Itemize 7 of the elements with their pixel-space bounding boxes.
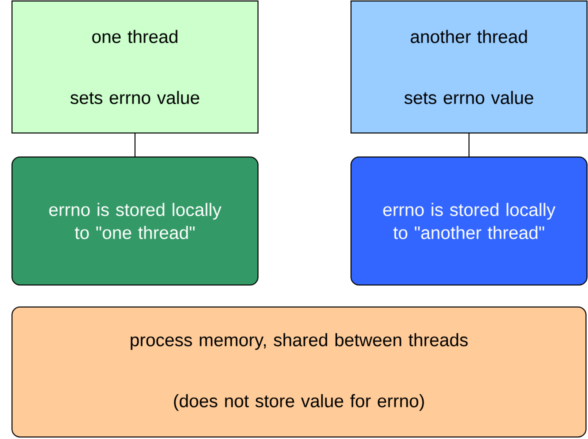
storage-box: errno is stored locally to "another thread": [350, 156, 588, 286]
thread-box: another thread sets errno value: [350, 0, 588, 134]
memory-box: process memory, shared between threads (does not store value for errno): [12, 306, 586, 438]
thread-box: one thread sets errno value: [12, 0, 258, 134]
storage-box: errno is stored locally to "one thread": [12, 156, 258, 286]
connector-line: [134, 133, 136, 157]
connector-line: [468, 133, 470, 157]
